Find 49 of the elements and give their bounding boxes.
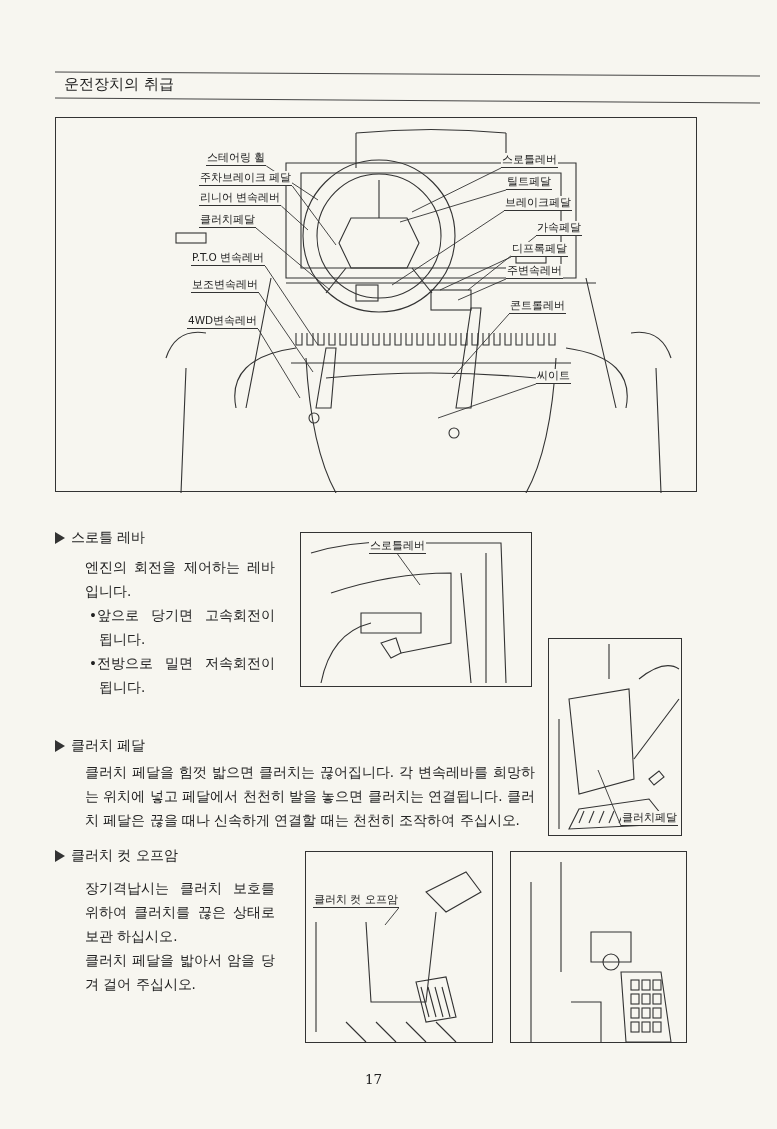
body-text: 엔진의 회전을 제어하는 레바 입니다. bbox=[85, 558, 275, 601]
leader-line bbox=[597, 769, 622, 827]
callout-label: 리니어 변속레버 bbox=[199, 191, 282, 206]
figure-frame bbox=[510, 851, 687, 1043]
callout-label: 주차브레이크 페달 bbox=[199, 171, 293, 186]
body-text: 클러치 페달을 밟아서 암을 당겨 걸어 주십시오. bbox=[85, 951, 275, 994]
leader-line bbox=[439, 256, 512, 291]
leader-line bbox=[291, 185, 337, 246]
leader-line bbox=[451, 313, 510, 379]
callout-label: 스로틀레버 bbox=[501, 153, 558, 168]
callout-label: 콘트롤레버 bbox=[509, 299, 566, 314]
callout-label: 스로틀레버 bbox=[369, 539, 426, 554]
callout-label: 틸트페달 bbox=[506, 175, 552, 190]
leader-line bbox=[457, 278, 507, 301]
callout-label: 클러치 컷 오프암 bbox=[313, 893, 399, 908]
callout-label: 씨이트 bbox=[536, 369, 571, 384]
leader-line bbox=[437, 383, 537, 419]
figure-frame bbox=[305, 851, 493, 1043]
callout-label: 가속페달 bbox=[536, 221, 582, 236]
body-text: •전방으로 밀면 저속회전이 됩니다. bbox=[88, 654, 275, 697]
figure-frame bbox=[55, 117, 697, 492]
callout-label: 스테어링 휠 bbox=[206, 151, 267, 166]
leader-line bbox=[397, 553, 421, 586]
leader-line bbox=[257, 328, 301, 399]
leader-line bbox=[264, 265, 319, 346]
callout-label: 보조변속레버 bbox=[191, 278, 259, 293]
callout-label: 디프록페달 bbox=[511, 242, 568, 257]
callout-label: 클러치페달 bbox=[199, 213, 256, 228]
callout-label: 주변속레버 bbox=[506, 264, 563, 279]
section-heading: 스로틀 레바 bbox=[71, 529, 146, 547]
leader-line bbox=[384, 907, 400, 926]
leader-line bbox=[258, 292, 314, 373]
leader-line bbox=[255, 227, 331, 291]
body-text: •앞으로 당기면 고속회전이 됩니다. bbox=[88, 606, 275, 649]
callout-label: P.T.O 변속레버 bbox=[191, 251, 266, 266]
leader-line bbox=[280, 205, 309, 231]
body-text: 장기격납시는 클러치 보호를 위하여 클러치를 끊은 상태로 보관 하십시오. bbox=[85, 879, 275, 946]
leader-line bbox=[399, 189, 507, 223]
leader-line bbox=[391, 210, 505, 286]
section-heading: 클러치 컷 오프암 bbox=[71, 847, 178, 865]
page-number: 17 bbox=[365, 1070, 383, 1089]
callout-label: 브레이크페달 bbox=[504, 196, 572, 211]
section-heading: 클러치 페달 bbox=[71, 737, 146, 755]
callout-label: 4WD변속레버 bbox=[187, 314, 259, 329]
callout-label: 클러치페달 bbox=[621, 811, 678, 826]
body-text: 클러치 페달을 힘껏 밟으면 클러치는 끊어집니다. 각 변속레바를 희망하는 위치에 넣고 페달에서 천천히 발을 놓으면 클러치는 연결됩니다. 클러치 페달은 끊을 때나 신속하게 연결할 때는 천천히 조작하여 주십시오. bbox=[85, 763, 535, 830]
page-header: 운전장치의 취급 bbox=[64, 75, 174, 94]
figure-frame bbox=[300, 532, 532, 687]
leader-line bbox=[411, 167, 502, 213]
